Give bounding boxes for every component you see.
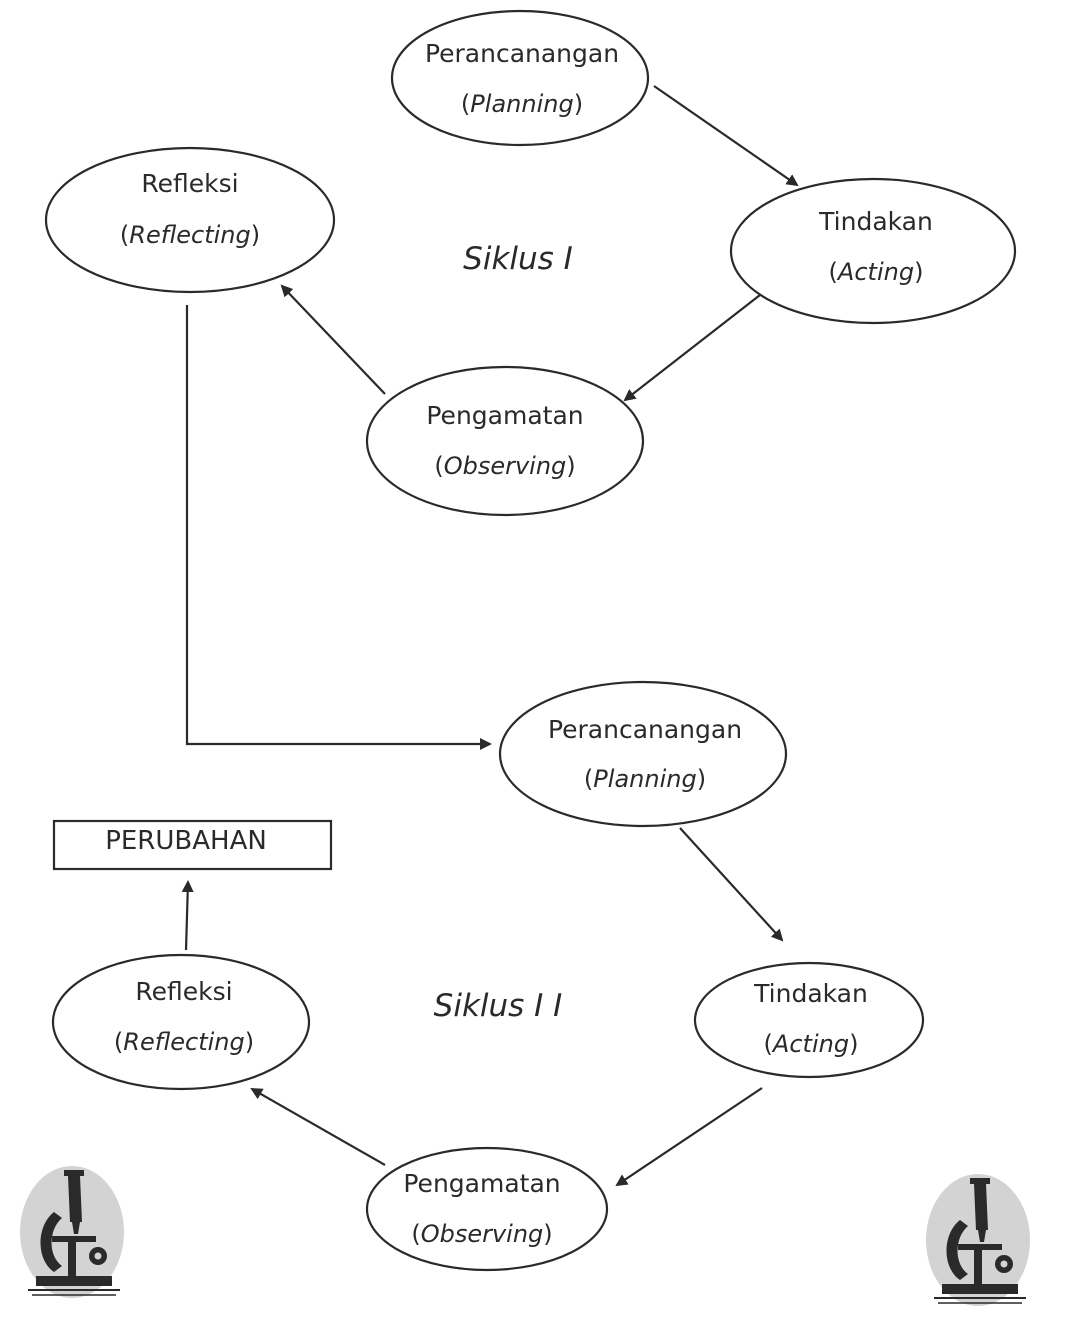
- node-planning-1-sublabel: (Planning): [461, 90, 583, 118]
- node-acting-1-label: Tindakan: [818, 207, 933, 236]
- arrow-planning-to-acting-2: [679, 827, 784, 942]
- node-observing-1: Pengamatan (Observing): [365, 365, 645, 517]
- outcome-box: PERUBAHAN: [52, 819, 333, 871]
- node-acting-1-sublabel: (Acting): [829, 258, 924, 286]
- node-acting-1: Tindakan (Acting): [729, 177, 1017, 325]
- node-reflecting-1: Refleksi (Reflecting): [44, 146, 336, 294]
- node-reflecting-2-label: Refleksi: [135, 977, 232, 1006]
- microscope-icon: [925, 1173, 1031, 1307]
- node-planning-1: Perancanangan (Planning): [390, 9, 650, 147]
- node-observing-2: Pengamatan (Observing): [365, 1146, 609, 1272]
- cycle-1-title: Siklus I: [463, 241, 573, 277]
- cycle-2: Perancanangan (Planning) Tindakan (Actin…: [51, 680, 925, 1272]
- arrow-reflecting-to-outcome: [181, 880, 194, 951]
- node-planning-1-label: Perancanangan: [425, 39, 619, 68]
- node-observing-1-sublabel: (Observing): [434, 452, 575, 480]
- arrow-planning-to-acting-1: [653, 85, 799, 187]
- node-reflecting-1-label: Refleksi: [141, 169, 238, 198]
- arrow-observing-to-reflecting-2: [250, 1088, 386, 1166]
- node-reflecting-2: Refleksi (Reflecting): [51, 953, 311, 1091]
- cycle-1: Perancanangan (Planning) Tindakan (Actin…: [44, 9, 1017, 750]
- node-planning-2: Perancanangan (Planning): [498, 680, 788, 828]
- arrow-acting-to-observing-2: [615, 1087, 763, 1187]
- arrow-observing-to-reflecting-1: [280, 284, 386, 395]
- cycle-2-title: Siklus I I: [434, 988, 563, 1024]
- node-acting-2-label: Tindakan: [753, 979, 868, 1008]
- node-acting-2-sublabel: (Acting): [764, 1030, 859, 1058]
- outcome-label: PERUBAHAN: [105, 826, 267, 856]
- node-observing-2-sublabel: (Observing): [411, 1220, 552, 1248]
- node-planning-2-label: Perancanangan: [548, 715, 742, 744]
- arrow-cycle1-to-cycle2: [185, 305, 492, 750]
- node-planning-2-sublabel: (Planning): [584, 765, 706, 793]
- node-acting-2: Tindakan (Acting): [693, 961, 925, 1079]
- arrow-acting-to-observing-1: [623, 294, 761, 402]
- node-reflecting-1-sublabel: (Reflecting): [120, 221, 260, 249]
- node-reflecting-2-sublabel: (Reflecting): [114, 1028, 254, 1056]
- node-observing-1-label: Pengamatan: [426, 401, 583, 430]
- node-observing-2-label: Pengamatan: [403, 1169, 560, 1198]
- microscope-icon: [19, 1165, 125, 1299]
